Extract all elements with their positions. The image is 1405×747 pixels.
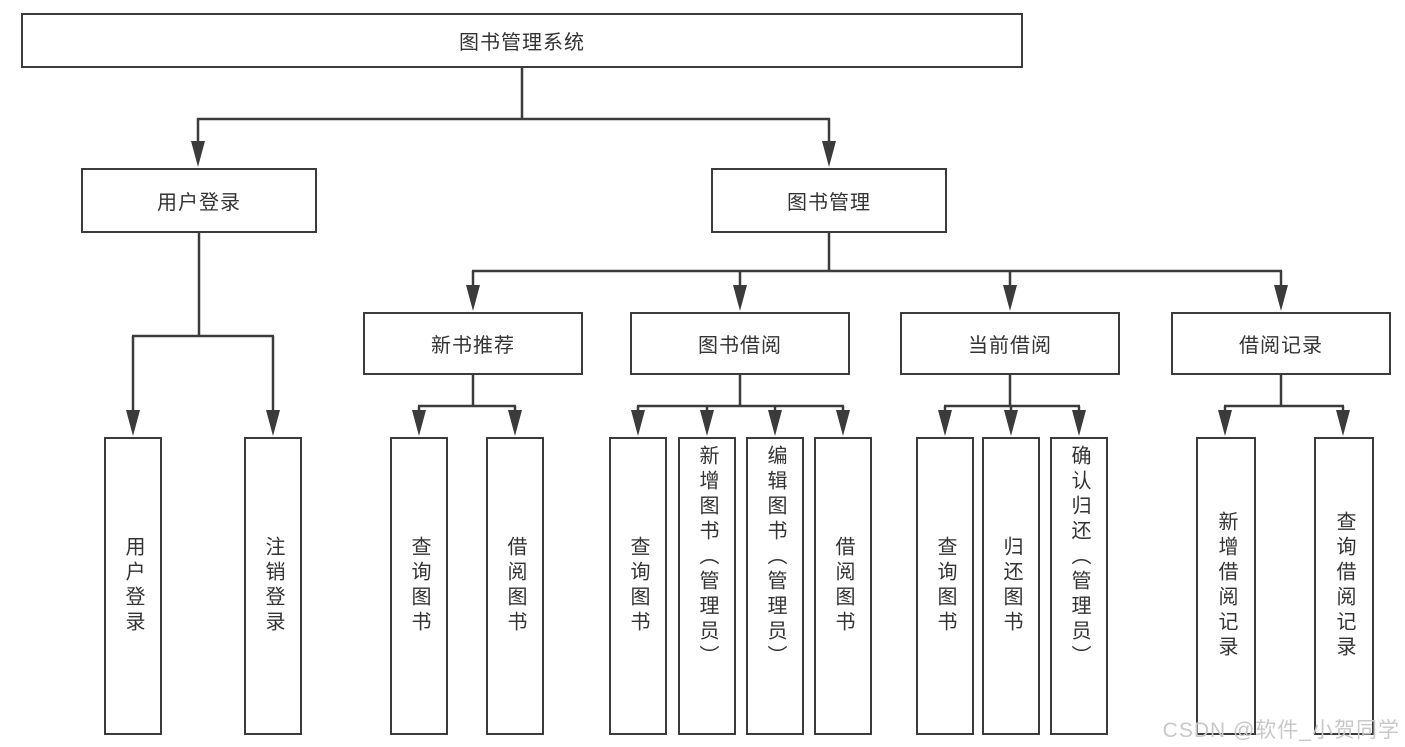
node-leaf-query-books-2: 查询图书 [609, 437, 667, 735]
node-leaf-borrow-books-2: 借阅图书 [814, 437, 872, 735]
node-leaf-return-books: 归还图书 [982, 437, 1040, 735]
leaf-label: 用户登录 [122, 536, 144, 636]
leaf-label: 查询图书 [408, 536, 430, 636]
node-book-management: 图书管理 [711, 168, 947, 233]
node-label: 当前借阅 [968, 335, 1052, 357]
leaf-label: 归还图书 [1000, 536, 1022, 636]
node-leaf-borrow-books-1: 借阅图书 [486, 437, 544, 735]
node-root-system: 图书管理系统 [21, 13, 1023, 68]
node-leaf-add-books-admin: 新增图书（管理员） [678, 437, 736, 735]
leaf-label: 查询图书 [934, 536, 956, 636]
node-label: 图书管理 [787, 192, 871, 214]
leaf-label: 查询图书 [627, 536, 649, 636]
node-leaf-add-borrow-record: 新增借阅记录 [1196, 437, 1256, 735]
leaf-label: 新增借阅记录 [1215, 511, 1237, 661]
node-borrow-record: 借阅记录 [1171, 312, 1391, 375]
node-leaf-confirm-return-admin: 确认归还（管理员） [1050, 437, 1108, 735]
node-leaf-query-books-3: 查询图书 [916, 437, 974, 735]
arrowhead-icons [126, 141, 1350, 436]
leaf-label: 查询借阅记录 [1333, 511, 1355, 661]
node-leaf-query-borrow-record: 查询借阅记录 [1314, 437, 1374, 735]
node-label: 图书管理系统 [459, 32, 585, 54]
leaf-label: 借阅图书 [832, 536, 854, 636]
leaf-label: 借阅图书 [504, 536, 526, 636]
node-label: 新书推荐 [431, 335, 515, 357]
leaf-label: 注销登录 [262, 536, 284, 636]
node-leaf-logout: 注销登录 [244, 437, 302, 735]
node-leaf-user-login: 用户登录 [104, 437, 162, 735]
node-new-book-recommend: 新书推荐 [363, 312, 583, 375]
leaf-label: 确认归还（管理员） [1068, 445, 1090, 670]
node-label: 图书借阅 [698, 335, 782, 357]
node-label: 用户登录 [157, 192, 241, 214]
node-book-borrow: 图书借阅 [630, 312, 850, 375]
leaf-label: 新增图书（管理员） [696, 445, 718, 670]
node-user-login: 用户登录 [81, 168, 317, 233]
node-leaf-edit-books-admin: 编辑图书（管理员） [746, 437, 804, 735]
node-leaf-query-books-1: 查询图书 [390, 437, 448, 735]
node-label: 借阅记录 [1239, 335, 1323, 357]
leaf-label: 编辑图书（管理员） [764, 445, 786, 670]
node-current-borrow: 当前借阅 [900, 312, 1120, 375]
csdn-watermark: CSDN @软件_小贺同学 [1162, 719, 1400, 742]
